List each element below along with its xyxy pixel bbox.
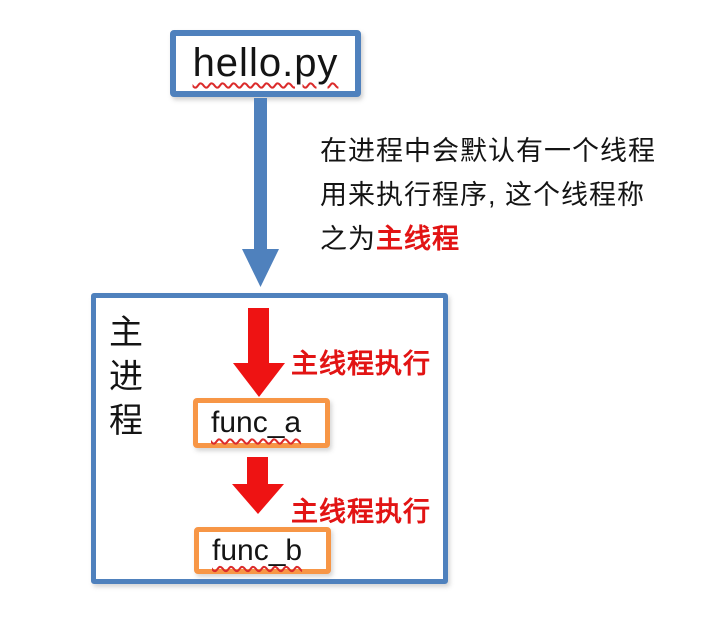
- func-b-box: func_b: [194, 527, 331, 574]
- file-box-hello-py: hello.py: [170, 30, 361, 97]
- red-down-arrow-icon-2: [232, 457, 284, 514]
- annotation-line-2: 用来执行程序, 这个线程称: [320, 180, 646, 210]
- annotation-line-3: 之为主线程: [320, 217, 656, 261]
- main-process-box: [91, 293, 448, 584]
- file-box-label: hello.py: [192, 41, 339, 85]
- func-a-label: func_a: [211, 406, 302, 439]
- func-b-label: func_b: [212, 533, 303, 567]
- red-down-arrow-icon-1: [233, 308, 285, 397]
- annotation-line-3-prefix: 之为: [320, 224, 376, 254]
- main-process-label: 主进程: [109, 314, 143, 440]
- blue-down-arrow-icon: [242, 98, 279, 287]
- func-a-box: func_a: [193, 398, 330, 448]
- annotation-main-thread-highlight: 主线程: [376, 224, 460, 254]
- annotation-text: 在进程中会默认有一个线程 用来执行程序, 这个线程称 之为主线程: [320, 129, 656, 261]
- annotation-line-1: 在进程中会默认有一个线程: [320, 136, 656, 166]
- main-thread-exec-label-2: 主线程执行: [291, 497, 431, 527]
- main-thread-exec-label-1: 主线程执行: [291, 349, 431, 379]
